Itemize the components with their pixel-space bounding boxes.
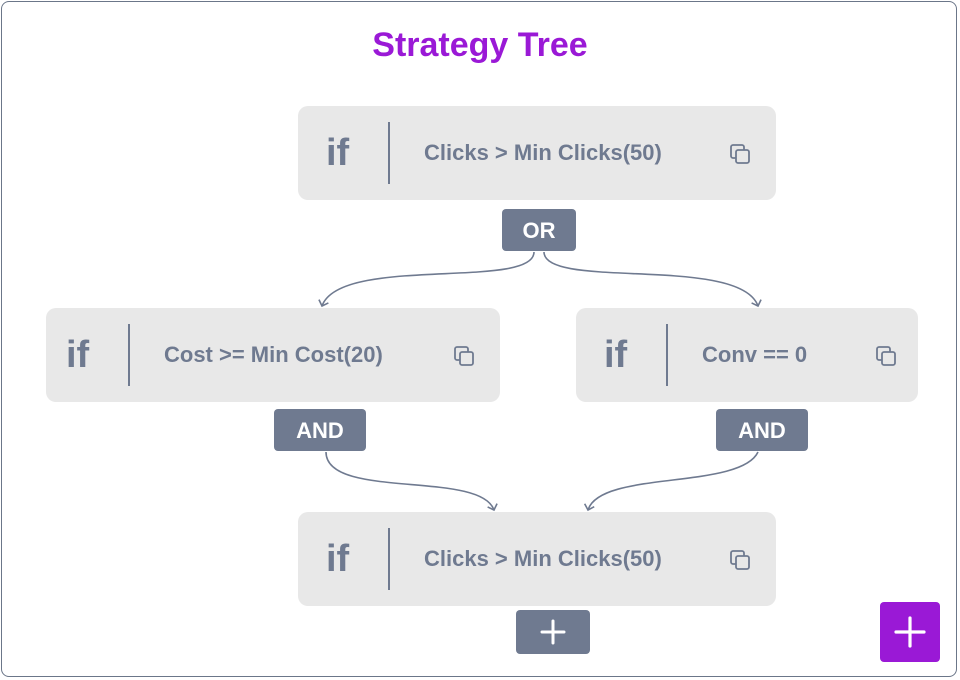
edge-or-to-right [543, 251, 762, 308]
if-keyword: if [326, 538, 350, 580]
if-keyword: if [326, 132, 350, 174]
add-node-fab-button[interactable] [880, 602, 940, 662]
condition-node-right[interactable]: if Conv == 0 [576, 308, 918, 402]
condition-text: Clicks > Min Clicks(50) [424, 546, 662, 571]
divider [128, 324, 130, 386]
if-keyword: if [604, 334, 628, 376]
edge-and-left-to-bottom [325, 451, 498, 512]
copy-icon[interactable] [728, 548, 752, 572]
if-keyword: if [66, 334, 90, 376]
divider [388, 122, 390, 184]
divider [666, 324, 668, 386]
and-operator-button-left[interactable]: AND [274, 409, 366, 451]
and-operator-button-right[interactable]: AND [716, 409, 808, 451]
condition-node-bottom[interactable]: if Clicks > Min Clicks(50) [298, 512, 776, 606]
add-condition-button[interactable] [516, 610, 590, 654]
copy-icon[interactable] [728, 142, 752, 166]
edge-and-right-to-bottom [583, 451, 759, 512]
condition-text: Clicks > Min Clicks(50) [424, 140, 662, 165]
divider [388, 528, 390, 590]
copy-icon[interactable] [874, 344, 898, 368]
plus-icon [540, 619, 566, 645]
copy-icon[interactable] [452, 344, 476, 368]
plus-icon [894, 616, 926, 648]
or-operator-button[interactable]: OR [502, 209, 576, 251]
condition-node-root[interactable]: if Clicks > Min Clicks(50) [298, 106, 776, 200]
condition-text: Cost >= Min Cost(20) [164, 342, 383, 367]
edge-or-to-left [318, 251, 535, 308]
condition-node-left[interactable]: if Cost >= Min Cost(20) [46, 308, 500, 402]
condition-text: Conv == 0 [702, 342, 808, 367]
page-title: Strategy Tree [372, 26, 588, 64]
